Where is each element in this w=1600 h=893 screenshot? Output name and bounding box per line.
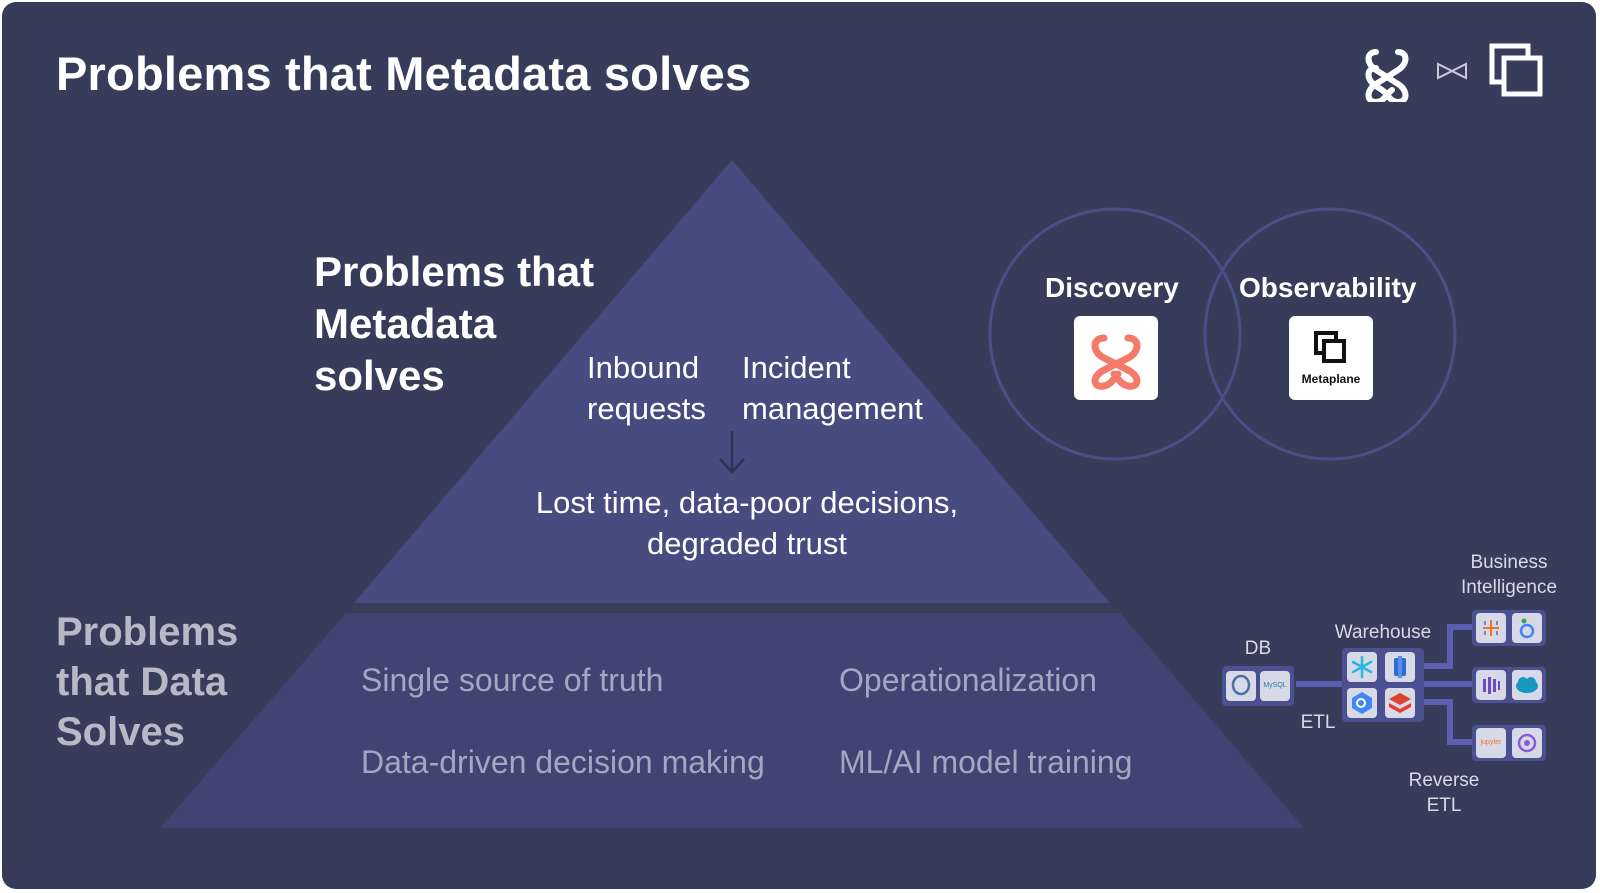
- discovery-circle: [988, 207, 1242, 461]
- slide-title: Problems that Metadata solves: [56, 47, 752, 100]
- postgres-icon: [1226, 671, 1256, 701]
- select-star-logo-icon: [1091, 334, 1141, 390]
- data-pyramid: [160, 613, 1304, 828]
- data-heading: Problems that Data Solves: [56, 610, 239, 754]
- hightouch-icon: [1476, 670, 1506, 700]
- incident-management-label: Incident management: [742, 350, 923, 426]
- metaplane-icon: [1489, 43, 1543, 97]
- db-group: MySQL: [1222, 666, 1294, 706]
- select-star-icon: [1365, 49, 1409, 102]
- redshift-icon: [1385, 652, 1415, 682]
- tableau-icon: [1476, 613, 1506, 643]
- salesforce-icon: [1512, 670, 1542, 700]
- header-logos: [1365, 43, 1543, 102]
- db-label: DB: [1244, 638, 1272, 659]
- observability-circle: [1203, 207, 1457, 461]
- outcome-label: Lost time, data-poor decisions, degraded…: [535, 485, 959, 561]
- bi-group: [1472, 610, 1546, 646]
- discovery-label: Discovery: [1045, 272, 1179, 303]
- inbound-requests-label: Inbound requests: [587, 350, 706, 426]
- bowtie-icon: [1437, 62, 1467, 80]
- mysql-icon: MySQL: [1260, 671, 1290, 701]
- etl-label: ETL: [1300, 712, 1336, 733]
- databricks-icon: [1385, 688, 1415, 718]
- metaplane-logo-text: Metaplane: [1301, 372, 1361, 386]
- jupyter-icon: jupyter: [1476, 728, 1506, 758]
- metadata-heading: Problems that Metadata solves: [314, 248, 595, 399]
- warehouse-group: [1342, 648, 1424, 722]
- metadata-pyramid: [354, 160, 1110, 603]
- lower-item-1: Single source of truth: [361, 662, 664, 698]
- reverse-etl-group: [1472, 667, 1546, 703]
- reverse-etl-label: Reverse ETL: [1408, 770, 1480, 816]
- metaplane-logo-box: Metaplane: [1289, 316, 1373, 400]
- bigquery-icon: [1347, 688, 1377, 718]
- lower-item-3: Data-driven decision making: [361, 744, 765, 780]
- select-star-logo-box: [1074, 316, 1158, 400]
- bi-label: Business Intelligence: [1460, 552, 1558, 598]
- looker-icon: [1512, 613, 1542, 643]
- stack-connectors: [1296, 624, 1472, 745]
- observability-label: Observability: [1239, 272, 1417, 303]
- metaplane-logo-icon: [1314, 331, 1346, 363]
- warehouse-label: Warehouse: [1334, 622, 1432, 643]
- openai-icon: [1512, 728, 1542, 758]
- ml-group: jupyter: [1472, 725, 1546, 761]
- arrow-down-icon: [719, 431, 745, 474]
- lower-item-2: Operationalization: [839, 662, 1097, 698]
- lower-item-4: ML/AI model training: [839, 744, 1133, 780]
- snowflake-icon: [1347, 652, 1377, 682]
